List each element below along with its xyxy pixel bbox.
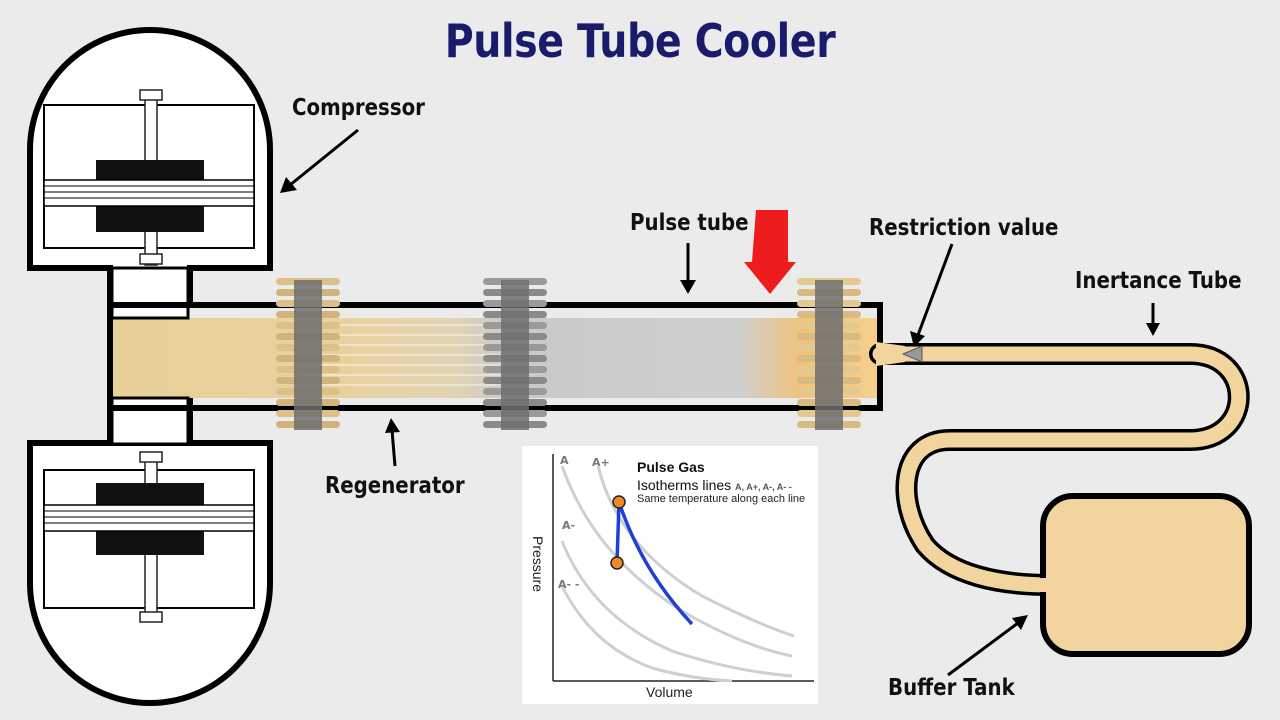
inertance-tube xyxy=(872,346,1247,593)
heat-exchanger-cold xyxy=(483,278,547,430)
process-curve xyxy=(615,500,694,626)
pv-diagram-inset: A A+ A- A- - Pulse Gas Isotherms lines A… xyxy=(522,446,818,704)
heat-exchanger-left xyxy=(276,278,340,430)
compressor-pointer-arrow xyxy=(280,128,359,193)
heat-exchanger-core xyxy=(815,280,843,430)
buffer-tank xyxy=(1040,493,1252,657)
buffer-tank-label: Buffer Tank xyxy=(888,675,1015,701)
inertance-tube-label: Inertance Tube xyxy=(1075,268,1242,294)
pulse-tube-pointer-arrow xyxy=(680,243,696,294)
restriction-valve xyxy=(901,345,923,363)
pulse-tube-label: Pulse tube xyxy=(630,210,749,236)
buffer-tank-pointer-arrow xyxy=(947,615,1028,677)
state-point-low xyxy=(610,556,624,570)
inset-title: Pulse Gas xyxy=(637,459,705,475)
y-axis-label: Pressure xyxy=(530,535,547,593)
state-point-high xyxy=(612,495,626,509)
cold-end-indicator-arrow xyxy=(744,210,796,294)
pv-diagram-plot xyxy=(552,454,814,683)
orifice-flare xyxy=(876,342,905,366)
heat-exchanger-core xyxy=(501,280,529,430)
isotherm-label-a-plus: A+ xyxy=(592,456,610,469)
diagram-title: Pulse Tube Cooler xyxy=(444,14,836,68)
isotherm-a-plus xyxy=(596,465,795,638)
regenerator-pointer-arrow xyxy=(385,418,400,467)
heat-exchanger-hot xyxy=(797,278,861,430)
inertance-pointer-arrow xyxy=(1146,303,1160,336)
isotherm-a-minus-minus xyxy=(560,585,733,683)
isotherms-label: Isotherms lines A, A+, A-, A- - xyxy=(637,477,792,493)
isotherm-names: A, A+, A-, A- - xyxy=(735,482,792,492)
isotherm-label-a-minus-minus: A- - xyxy=(558,578,580,591)
regenerator-label: Regenerator xyxy=(325,473,465,499)
compressor-label: Compressor xyxy=(292,95,425,121)
restriction-value-label: Restriction value xyxy=(869,215,1059,241)
compressor-top xyxy=(27,27,273,308)
isotherm-label-a-minus: A- xyxy=(562,519,576,532)
isotherms-description: Same temperature along each line xyxy=(637,493,806,505)
isotherm-a-minus xyxy=(560,540,793,678)
x-axis-label: Volume xyxy=(646,684,693,700)
restriction-pointer-arrow xyxy=(910,243,954,347)
heat-exchanger-core xyxy=(294,280,322,430)
isotherms-text: Isotherms lines xyxy=(637,477,732,493)
isotherm-label-a: A xyxy=(560,454,569,467)
compressor-bottom xyxy=(27,397,273,706)
